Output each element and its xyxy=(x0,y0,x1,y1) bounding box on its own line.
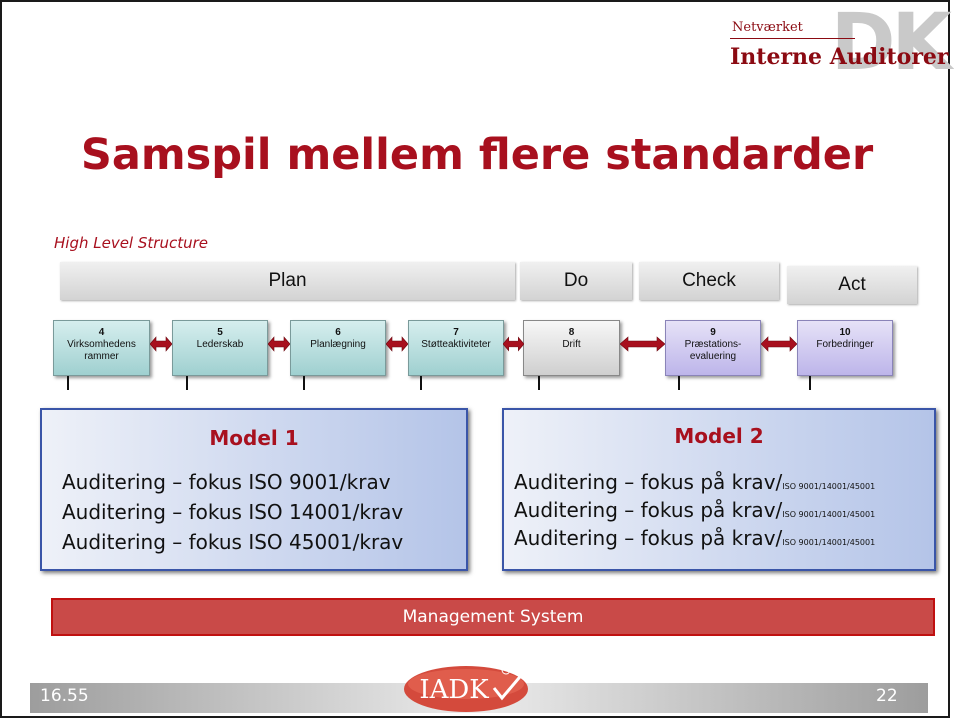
model-2-title: Model 2 xyxy=(674,424,764,448)
model-2-line: Auditering – fokus på krav/ISO 9001/1400… xyxy=(514,470,875,494)
phase-check: Check xyxy=(639,262,779,300)
footer-time: 16.55 xyxy=(40,686,89,706)
model-2-line: Auditering – fokus på krav/ISO 9001/1400… xyxy=(514,498,875,522)
clause-tick xyxy=(186,376,188,390)
model-2-line-main: Auditering – fokus på krav/ xyxy=(514,470,783,494)
model-1-title: Model 1 xyxy=(209,426,299,450)
model-1-line: Auditering – fokus ISO 14001/krav xyxy=(62,500,404,524)
model-2-line-main: Auditering – fokus på krav/ xyxy=(514,526,783,550)
model-1-line: Auditering – fokus ISO 45001/krav xyxy=(62,530,404,554)
clause-8: 8 Drift xyxy=(523,320,620,376)
clause-number: 4 xyxy=(98,327,105,338)
clause-number: 7 xyxy=(453,327,459,338)
clause-label: Lederskab xyxy=(196,339,244,350)
double-arrow-icon xyxy=(268,336,290,352)
double-arrow-icon xyxy=(503,336,524,352)
clause-number: 10 xyxy=(839,327,851,338)
clause-tick xyxy=(809,376,811,390)
clause-label: Præstations-evaluering xyxy=(684,339,742,362)
clause-4: 4 Virksomhedens rammer xyxy=(53,320,150,376)
clause-10: 10 Forbedringer xyxy=(797,320,893,376)
iadk-logo-text: IADK xyxy=(419,675,489,705)
clause-tick xyxy=(538,376,540,390)
model-2-line-sub: ISO 9001/14001/45001 xyxy=(782,538,876,547)
checkmark-icon xyxy=(492,671,526,701)
phase-act: Act xyxy=(787,266,917,304)
model-2-line: Auditering – fokus på krav/ISO 9001/1400… xyxy=(514,526,875,550)
phase-do: Do xyxy=(520,262,632,300)
clause-number: 9 xyxy=(710,327,716,338)
logo-dk-mark: DK xyxy=(830,0,952,88)
hls-subtitle: High Level Structure xyxy=(54,234,208,252)
model-2-line-main: Auditering – fokus på krav/ xyxy=(514,498,783,522)
model-1-box: Model 1 Auditering – fokus ISO 9001/krav… xyxy=(40,408,468,571)
model-1-line: Auditering – fokus ISO 9001/krav xyxy=(62,470,391,494)
model-2-line-sub: ISO 9001/14001/45001 xyxy=(782,482,876,491)
clause-label: Drift xyxy=(562,339,581,350)
clause-label: Virksomhedens rammer xyxy=(67,339,136,362)
clause-number: 6 xyxy=(335,327,341,338)
model-2-box: Model 2 Auditering – fokus på krav/ISO 9… xyxy=(502,408,936,571)
clause-tick xyxy=(67,376,69,390)
clause-9: 9 Præstations-evaluering xyxy=(665,320,761,376)
double-arrow-icon xyxy=(386,336,408,352)
clause-6: 6 Planlægning xyxy=(290,320,386,376)
slide-title: Samspil mellem flere standarder xyxy=(80,130,874,180)
clause-number: 5 xyxy=(217,327,223,338)
clause-label: Planlægning xyxy=(310,339,366,350)
clause-7: 7 Støtteaktiviteter xyxy=(408,320,504,376)
clause-tick xyxy=(303,376,305,390)
clause-label: Forbedringer xyxy=(816,339,874,350)
registered-icon xyxy=(501,665,511,675)
slide-number: 22 xyxy=(876,686,898,706)
logo-small-text: Netværket xyxy=(732,20,803,35)
clause-label: Støtteaktiviteter xyxy=(421,339,491,350)
logo-underline xyxy=(730,38,855,39)
double-arrow-icon xyxy=(761,336,797,352)
netvaerket-logo: DK Netværket Interne Auditorer xyxy=(700,4,952,82)
double-arrow-icon xyxy=(150,336,172,352)
phase-plan: Plan xyxy=(60,262,515,300)
double-arrow-icon xyxy=(620,336,665,352)
clause-number: 8 xyxy=(568,327,575,338)
management-system-bar: Management System xyxy=(51,598,935,636)
clause-tick xyxy=(420,376,422,390)
clause-5: 5 Lederskab xyxy=(172,320,268,376)
model-2-line-sub: ISO 9001/14001/45001 xyxy=(782,510,876,519)
logo-big-text: Interne Auditorer xyxy=(730,44,949,70)
iadk-logo: IADK xyxy=(404,665,528,712)
clause-tick xyxy=(678,376,680,390)
